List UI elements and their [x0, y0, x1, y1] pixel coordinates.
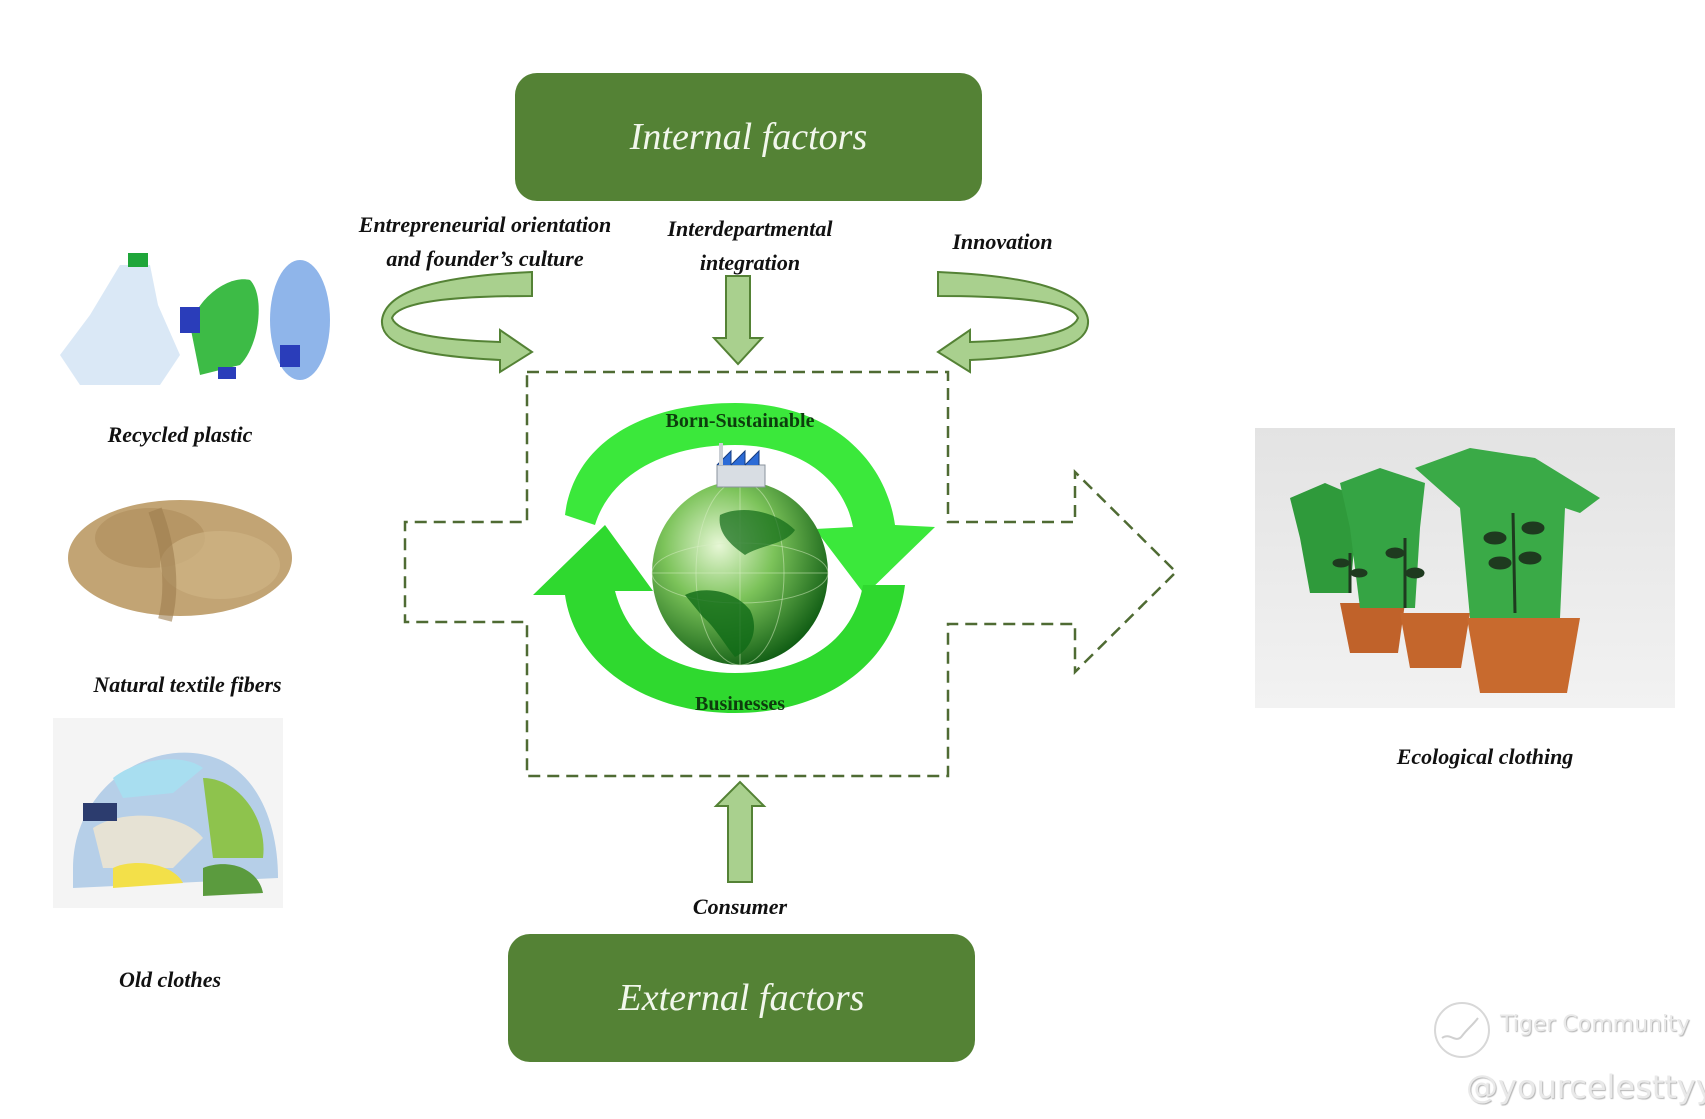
- factor-line: Innovation: [952, 229, 1053, 254]
- input-label-recycled-plastic: Recycled plastic: [107, 422, 253, 447]
- input-label-natural-fibers: Natural textile fibers: [93, 672, 282, 697]
- factor-line: Interdepartmental: [667, 216, 833, 241]
- factor-line: and founder’s culture: [386, 246, 584, 271]
- tiger-community-logo-icon: [1434, 1002, 1490, 1058]
- cycle-arrow-bottom-icon: [533, 525, 905, 713]
- factor-entrepreneurial-orientation: Entrepreneurial orientation and founder’…: [335, 208, 635, 276]
- old-clothes-image: [53, 718, 283, 908]
- internal-factors-label: Internal factors: [629, 116, 868, 158]
- factor-line: Entrepreneurial orientation: [358, 212, 612, 237]
- watermark-handle: @yourcelesttyy: [1466, 1068, 1705, 1106]
- internal-factors-box: Internal factors: [515, 73, 982, 201]
- factor-line: integration: [699, 250, 801, 275]
- output-label-ecological-clothing: Ecological clothing: [1396, 744, 1574, 769]
- curved-arrow-innovation: [936, 270, 1090, 374]
- watermark-brand: Tiger Community: [1500, 1012, 1690, 1037]
- cycle-arrow-top-icon: [565, 403, 935, 595]
- factor-interdepartmental-integration: Interdepartmental integration: [640, 212, 860, 280]
- factory-icon: [716, 443, 766, 488]
- recycled-plastic-image: [50, 245, 330, 395]
- born-sustainable-label: Born-Sustainable: [665, 410, 815, 432]
- input-label-old-clothes: Old clothes: [118, 967, 222, 992]
- factor-consumer: Consumer: [620, 890, 860, 924]
- down-arrow-interdepartmental: [711, 275, 765, 366]
- curved-arrow-entrepreneurial: [380, 270, 534, 374]
- factor-innovation: Innovation: [920, 225, 1085, 259]
- factor-line: Consumer: [692, 894, 788, 919]
- ecological-clothing-image: [1255, 428, 1675, 708]
- natural-fibers-image: [55, 470, 300, 635]
- external-factors-box: External factors: [508, 934, 975, 1062]
- sustainability-cycle: [533, 403, 935, 713]
- businesses-label: Businesses: [694, 693, 786, 715]
- up-arrow-consumer: [713, 780, 767, 883]
- globe-icon: [651, 480, 829, 666]
- dashed-process-frame: [403, 370, 1178, 778]
- external-factors-label: External factors: [618, 977, 865, 1019]
